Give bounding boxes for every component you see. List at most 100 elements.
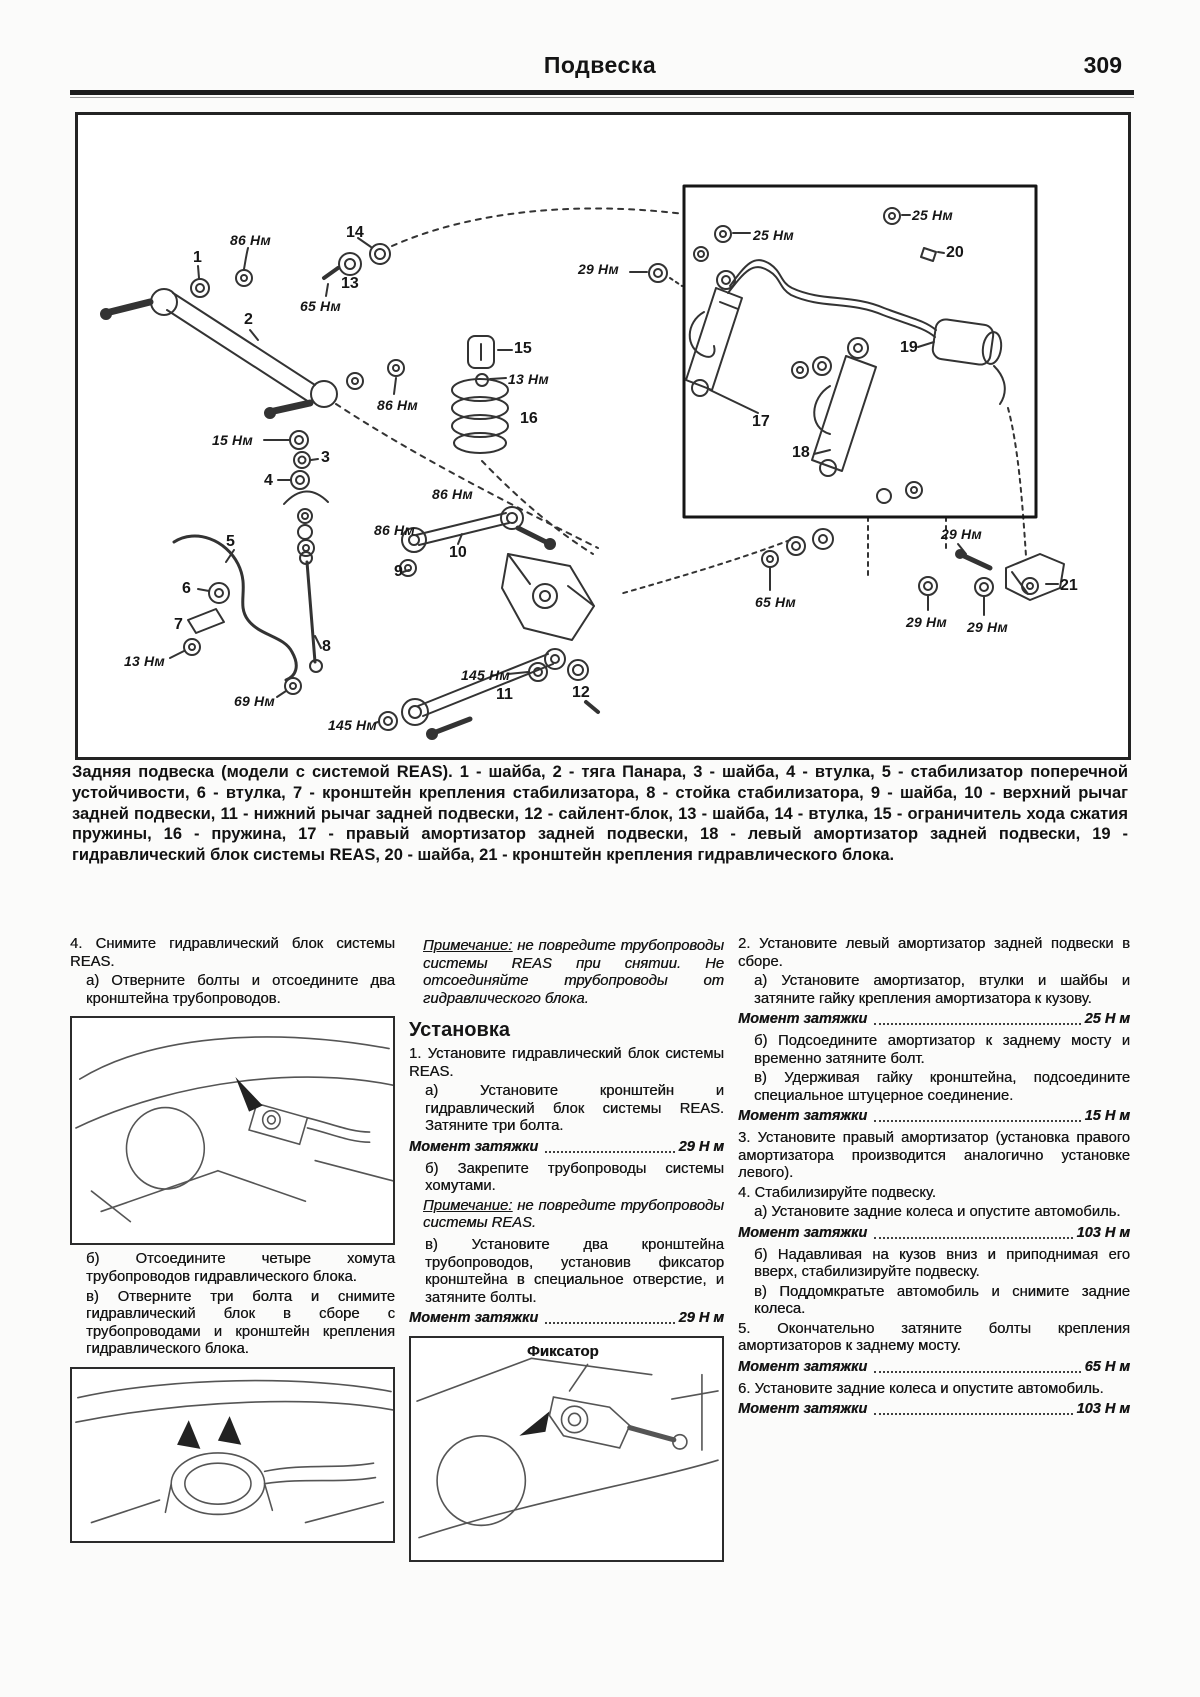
- column-2: Примечание: не повредите трубопроводы си…: [409, 936, 724, 1568]
- dots-leader: [874, 1370, 1081, 1373]
- torque-label: Момент затяжки: [409, 1310, 539, 1327]
- torque-label: Момент затяжки: [738, 1359, 868, 1376]
- note-text: не повредите трубопроводы системы REAS п…: [423, 938, 724, 1007]
- note-label: Примечание:: [423, 938, 513, 954]
- diagram-label: 12: [572, 684, 590, 701]
- diagram-label: 86 Нм: [374, 522, 415, 538]
- torque-spec-line: Момент затяжки 103 Н м: [738, 1401, 1130, 1419]
- substep-paragraph: в) Отверните три болта и снимите гидравл…: [86, 1288, 395, 1358]
- diagram-label: 145 Нм: [328, 717, 377, 733]
- diagram-label: 6: [182, 580, 191, 597]
- page-title: Подвеска: [543, 52, 657, 78]
- diagram-label: 16: [520, 410, 538, 427]
- substep-paragraph: в) Установите два кронштейна трубопровод…: [425, 1236, 724, 1306]
- diagram-label: 25 Нм: [912, 207, 953, 223]
- torque-spec-line: Момент затяжки 15 Н м: [738, 1108, 1130, 1126]
- diagram-label: 10: [449, 544, 467, 561]
- diagram-label: 145 Нм: [461, 667, 510, 683]
- figure-art-retainer: [416, 1357, 719, 1539]
- step-paragraph: 2. Установите левый амортизатор задней п…: [738, 936, 1130, 970]
- diagram-label: 17: [752, 413, 770, 430]
- torque-value: 25 Н м: [1084, 1011, 1130, 1028]
- diagram-label: 25 Нм: [753, 227, 794, 243]
- diagram-label: 86 Нм: [377, 397, 418, 413]
- diagram-label: 20: [946, 244, 964, 261]
- diagram-label: 1: [193, 249, 202, 266]
- dots-leader: [874, 1119, 1081, 1122]
- step-paragraph: 4. Снимите гидравлический блок системы R…: [70, 936, 395, 970]
- substep-paragraph: в) Удерживая гайку кронштейна, подсоедин…: [754, 1070, 1130, 1104]
- page-number: 309: [1083, 52, 1122, 78]
- dots-leader: [874, 1236, 1073, 1239]
- torque-value: 103 Н м: [1076, 1401, 1130, 1418]
- note-paragraph: Примечание: не повредите трубопроводы си…: [409, 1198, 724, 1233]
- diagram-label: 2: [244, 311, 253, 328]
- suspension-diagram-art: [100, 184, 1065, 740]
- diagram-label: 13 Нм: [508, 371, 549, 387]
- diagram-label: 29 Нм: [967, 619, 1008, 635]
- torque-spec-line: Момент затяжки 65 Н м: [738, 1359, 1130, 1377]
- torque-label: Момент затяжки: [409, 1138, 539, 1155]
- substep-paragraph: б) Надавливая на кузов вниз и приподнима…: [754, 1246, 1130, 1281]
- diagram-label: 9: [394, 563, 403, 580]
- diagram-label: 13: [341, 275, 359, 292]
- diagram-caption: Задняя подвеска (модели с системой REAS)…: [72, 763, 1128, 865]
- torque-label: Момент затяжки: [738, 1011, 868, 1028]
- diagram-label: 86 Нм: [230, 232, 271, 248]
- diagram-label: 29 Нм: [578, 261, 619, 277]
- torque-label: Момент затяжки: [738, 1224, 868, 1241]
- dots-leader: [874, 1412, 1073, 1415]
- diagram-label: 65 Нм: [755, 594, 796, 610]
- substep-paragraph: в) Поддомкратьте автомобиль и снимите за…: [754, 1283, 1130, 1318]
- torque-spec-line: Момент затяжки 29 Н м: [409, 1310, 724, 1328]
- figure-pipe-bracket-location: [70, 1016, 395, 1246]
- diagram-label: 15 Нм: [212, 432, 253, 448]
- note-text: не повредите трубопроводы системы REAS.: [423, 1197, 724, 1232]
- diagram-label: 29 Нм: [906, 614, 947, 630]
- torque-value: 103 Н м: [1076, 1224, 1130, 1241]
- figure-retainer-bracket: Фиксатор: [409, 1335, 724, 1562]
- torque-value: 29 Н м: [678, 1138, 724, 1155]
- diagram-label: 4: [264, 472, 273, 489]
- text-columns: 4. Снимите гидравлический блок системы R…: [70, 936, 1130, 1568]
- substep-paragraph: б) Подсоедините амортизатор к заднему мо…: [754, 1032, 1130, 1067]
- dots-leader: [545, 1150, 675, 1153]
- step-paragraph: 5. Окончательно затяните болты крепления…: [738, 1320, 1130, 1355]
- torque-label: Момент затяжки: [738, 1401, 868, 1418]
- dots-leader: [545, 1321, 675, 1324]
- substep-paragraph: а) Установите задние колеса и опустите а…: [754, 1204, 1121, 1221]
- diagram-label: 15: [514, 340, 532, 357]
- diagram-label: 11: [496, 686, 513, 703]
- step-paragraph: 6. Установите задние колеса и опустите а…: [738, 1380, 1104, 1397]
- diagram-label: 8: [322, 638, 331, 655]
- step-paragraph: 3. Установите правый амортизатор (устано…: [738, 1129, 1130, 1182]
- diagram-label: 3: [321, 449, 330, 466]
- header-rule-thin: [70, 97, 1134, 98]
- note-label: Примечание:: [423, 1197, 513, 1214]
- figure-label: Фиксатор: [527, 1342, 599, 1360]
- diagram-label: 7: [174, 616, 183, 633]
- torque-spec-line: Момент затяжки 29 Н м: [409, 1139, 724, 1157]
- step-paragraph: 1. Установите гидравлический блок систем…: [409, 1045, 724, 1080]
- dots-leader: [874, 1022, 1081, 1025]
- figure-art-underbody-bracket: [75, 1036, 393, 1223]
- substep-paragraph: б) Отсоедините четыре хомута трубопровод…: [86, 1251, 395, 1285]
- step-paragraph: 4. Стабилизируйте подвеску.: [738, 1184, 936, 1201]
- header-rule: [70, 90, 1134, 95]
- diagram-label: 29 Нм: [941, 526, 982, 542]
- torque-spec-line: Момент затяжки 103 Н м: [738, 1225, 1130, 1243]
- diagram-label: 65 Нм: [300, 298, 341, 314]
- column-1: 4. Снимите гидравлический блок системы R…: [70, 936, 395, 1568]
- substep-paragraph: б) Закрепите трубопроводы системы хомута…: [425, 1160, 724, 1195]
- substep-paragraph: а) Установите амортизатор, втулки и шайб…: [754, 973, 1130, 1007]
- page-header: Подвеска 309: [70, 52, 1130, 84]
- section-heading: Установка: [409, 1019, 510, 1042]
- torque-label: Момент затяжки: [738, 1108, 868, 1125]
- torque-value: 29 Н м: [678, 1310, 724, 1327]
- torque-spec-line: Момент затяжки 25 Н м: [738, 1011, 1130, 1029]
- substep-paragraph: а) Установите кронштейн и гидравлический…: [425, 1083, 724, 1135]
- torque-value: 65 Н м: [1084, 1359, 1130, 1376]
- diagram-label: 14: [346, 224, 364, 241]
